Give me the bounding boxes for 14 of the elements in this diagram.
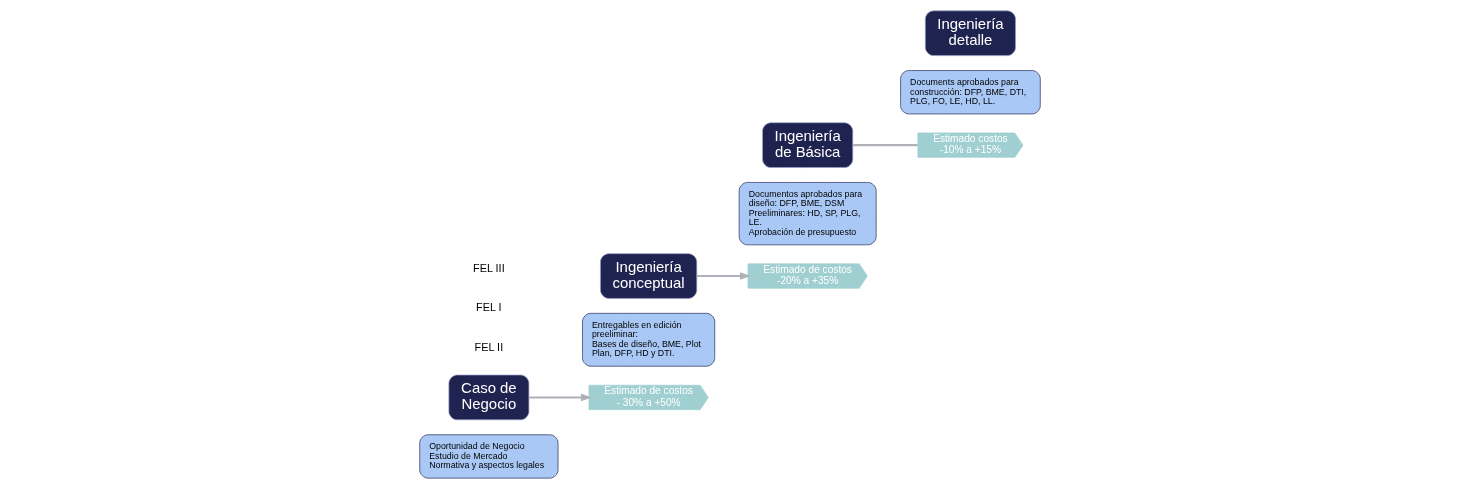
node-box: Entregables en edición preeliminar: Bases de diseño, BME, Plot Plan, DFP, HD y DTI. <box>581 313 715 367</box>
node-box: Documents aprobados para construcción: DFP, BME, DTI, PLG, FO, LE, HD, LL. <box>899 70 1041 115</box>
node-box: Oportunidad de Negocio Estudio de Mercado Normativa y aspectos legales <box>418 434 558 479</box>
label: FEL III <box>472 261 505 274</box>
node-box: Documentos aprobados para diseño: DFP, BME, DSM Preeliminares: HD, SP, PLG, LE. Aprobación de presupuesto <box>738 182 876 246</box>
node-box: Ingeniería detalle <box>924 10 1016 56</box>
node-box: Ingeniería de Básica <box>761 122 853 168</box>
label: FEL I <box>475 301 502 314</box>
connector <box>852 144 918 147</box>
node-box: Ingeniería conceptual <box>599 253 697 299</box>
arrow <box>696 272 751 280</box>
label: FEL II <box>474 340 503 353</box>
arrow <box>528 393 592 402</box>
node-box: Caso de Negocio <box>448 374 529 421</box>
